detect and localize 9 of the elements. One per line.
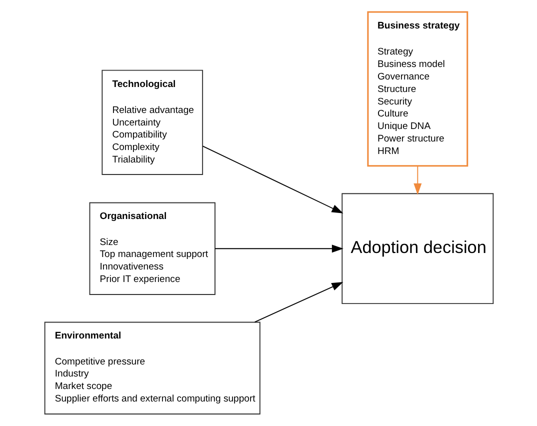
node-box: Organisational Size Top management support Innovativeness Prior IT experience	[88, 202, 215, 295]
arrow	[413, 166, 422, 195]
node-box: Business strategy Strategy Business model Governance Structure Security Culture Unique DNA Power structure HRM	[366, 11, 468, 167]
arrow	[254, 282, 343, 323]
arrow	[214, 244, 343, 253]
node-box: Environmental Competitive pressure Industry Market scope Supplier efforts and external computing support	[44, 322, 260, 414]
node-box: Adoption decision	[341, 193, 494, 304]
arrow	[202, 146, 343, 214]
node-box: Technological Relative advantage Uncertainty Compatibility Complexity Trialability	[101, 70, 203, 175]
